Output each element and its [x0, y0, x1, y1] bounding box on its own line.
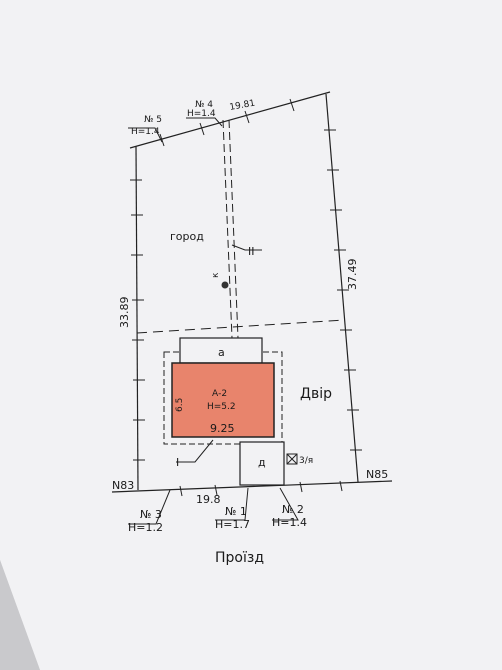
section-I-label: I	[176, 456, 179, 469]
porch-label: а	[218, 346, 225, 359]
building-depth-dim: 6.5	[175, 398, 185, 412]
garden-yard-divider	[136, 319, 345, 334]
toilet-box	[286, 453, 298, 465]
well-label: к	[211, 272, 221, 278]
building-height: Н=5.2	[207, 402, 236, 412]
point-5-height: Н=1.4	[131, 127, 160, 137]
point-2-number: № 2	[282, 503, 304, 516]
toilet-label: 3/я	[299, 456, 313, 466]
building-width-dim: 9.25	[210, 422, 235, 435]
boundary-ticks	[130, 98, 362, 497]
point-1-number: № 1	[225, 505, 247, 518]
point-4-height: Н=1.4	[187, 109, 216, 119]
garden-label: город	[170, 230, 204, 243]
section-II-label: II	[248, 245, 255, 258]
yard-label: Двір	[300, 386, 332, 402]
dim-right-side: 37.49	[346, 259, 359, 291]
building-name: А-2	[212, 389, 227, 399]
leader-lines	[128, 117, 299, 525]
toilet-cross-b	[286, 453, 298, 465]
paper-shadow	[0, 560, 40, 670]
porch-a	[179, 337, 263, 364]
point-5-number: № 5	[144, 115, 162, 125]
point-3-number: № 3	[140, 508, 162, 521]
road-label: Проїзд	[215, 550, 264, 566]
dim-left-side: 33.89	[118, 297, 131, 329]
point-1-height: Н=1.7	[215, 518, 250, 531]
well-marker	[221, 281, 229, 289]
neighbor-left-label: N83	[112, 479, 134, 492]
dim-bottom-side: 19.8	[196, 493, 221, 506]
point-2-height: Н=1.4	[272, 516, 307, 529]
outbuilding-label: д	[258, 456, 266, 469]
point-4-number: № 4	[195, 100, 213, 110]
outbuilding-d	[239, 441, 285, 486]
house-a2	[171, 362, 275, 438]
neighbor-right-label: N85	[366, 468, 388, 481]
dim-top-side: 19.81	[229, 99, 256, 113]
plot-boundary	[111, 91, 393, 493]
point-3-height: Н=1.2	[128, 521, 163, 534]
utility-line-II	[222, 119, 239, 339]
